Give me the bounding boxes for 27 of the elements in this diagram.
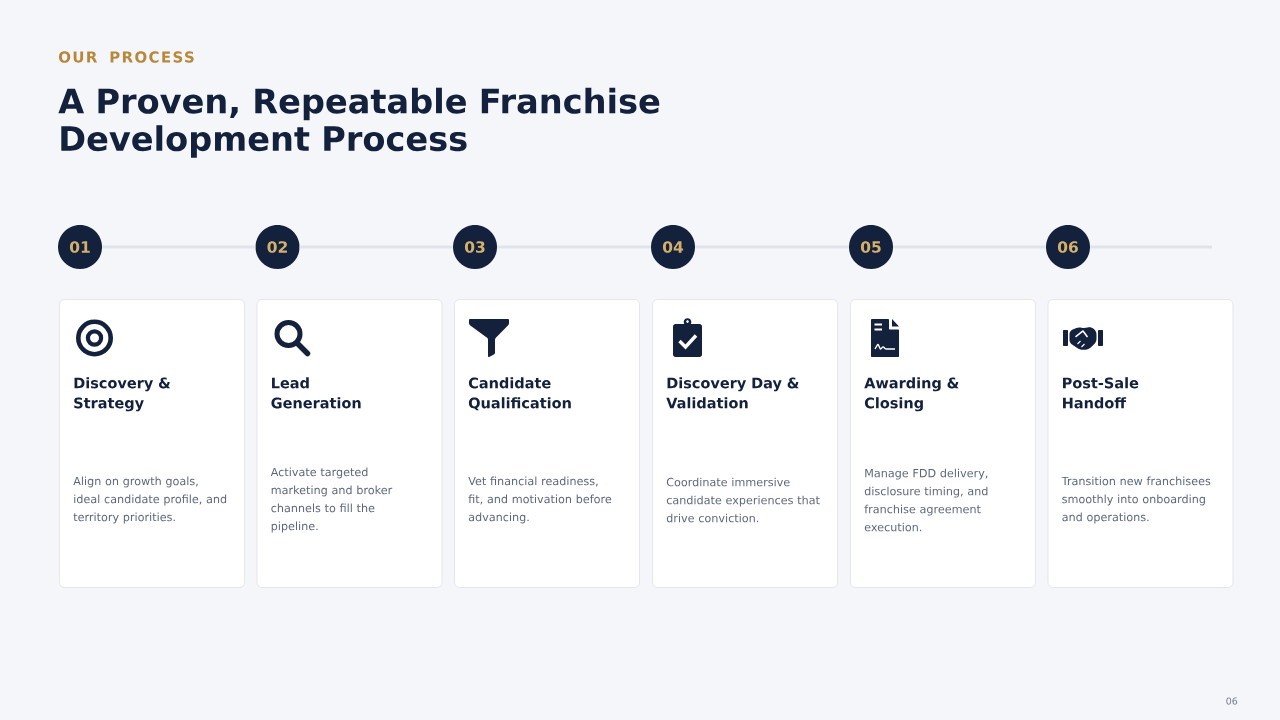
step-description: Vet financial readiness, fit, and motivation before advancing.: [468, 476, 612, 524]
step-description: Activate targeted marketing and broker channels to fill the pipeline.: [270, 467, 393, 533]
page-number: 06: [1226, 697, 1238, 705]
step-title: Discovery Day & Validation: [666, 377, 799, 409]
step-description: Manage FDD delivery, disclosure timing, and franchise agreement execution.: [864, 468, 988, 532]
step-card: [652, 299, 838, 588]
step-card: [1047, 299, 1234, 588]
step-card: [850, 299, 1036, 588]
step-card: [59, 299, 245, 588]
step-title: Awarding & Closing: [864, 377, 959, 412]
step-title: Candidate Qualification: [468, 377, 571, 411]
step-number: 01: [58, 225, 102, 269]
step-number: 02: [255, 225, 300, 269]
step-card: [454, 299, 640, 588]
step-description: Align on growth goals, ideal candidate profile, and territory priorities.: [73, 476, 227, 524]
step-number: 06: [1046, 225, 1090, 269]
step-description: Coordinate immersive candidate experiences that drive conviction.: [666, 477, 820, 523]
section-label: OUR PROCESS: [58, 51, 194, 63]
step-number: 05: [849, 225, 893, 269]
step-title: Post-Sale Handoff: [1063, 377, 1139, 409]
step-title: Discovery & Strategy: [74, 377, 171, 412]
step-number: 03: [453, 225, 497, 269]
step-description: Transition new franchisees smoothly into onboarding and operations.: [1061, 476, 1211, 524]
step-card: [256, 299, 443, 588]
step-number: 04: [651, 225, 695, 269]
step-title: Lead Generation: [271, 377, 361, 409]
slide-title: A Proven, Repeatable Franchise Development Process: [58, 87, 660, 158]
